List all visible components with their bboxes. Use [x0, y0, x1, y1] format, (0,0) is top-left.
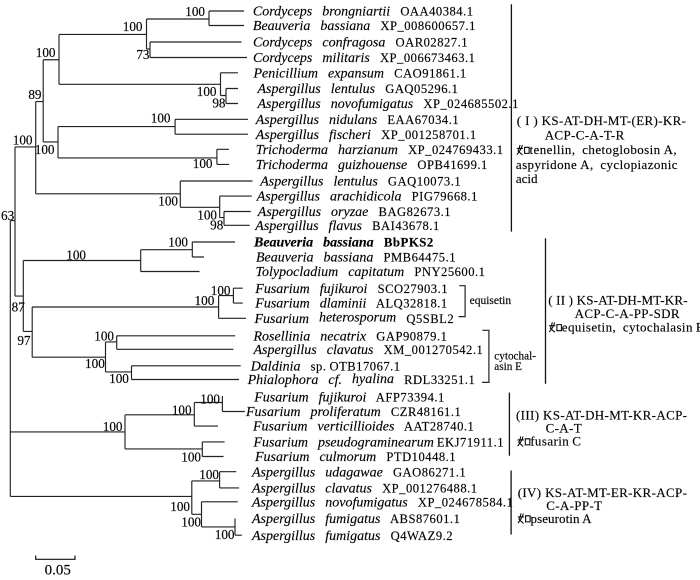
svg-text:acid: acid	[516, 171, 538, 186]
svg-text:Cordyceps brongniartii OAA4038: Cordyceps brongniartii OAA40384.1	[253, 5, 474, 20]
svg-text:(III) KS-AT-DH-MT-KR-ACP-: (III) KS-AT-DH-MT-KR-ACP-	[516, 408, 687, 423]
svg-text:100: 100	[172, 403, 192, 418]
svg-text:Aspergillus clavatus XP_001276: Aspergillus clavatus XP_001276488.1	[251, 482, 478, 497]
svg-text:87: 87	[12, 300, 26, 315]
svg-text:C-A-PP-T: C-A-PP-T	[546, 498, 602, 513]
svg-text:0.05: 0.05	[45, 563, 71, 576]
svg-text:Aspergillus arachidicola PIG79: Aspergillus arachidicola PIG79668.1	[256, 190, 478, 205]
svg-text:100: 100	[36, 45, 56, 60]
svg-text:100: 100	[170, 499, 190, 514]
svg-text:Aspergillus oryzae BAG82673.1: Aspergillus oryzae BAG82673.1	[257, 205, 451, 220]
svg-text:89: 89	[28, 87, 42, 102]
svg-text:100: 100	[168, 235, 188, 250]
svg-text:Fusarium verticillioides AAT28: Fusarium verticillioides AAT28740.1	[252, 420, 474, 435]
svg-text:Daldinia sp. OTB17067.1: Daldinia sp. OTB17067.1	[250, 359, 401, 374]
svg-text:Beauveria bassiana XP_00860065: Beauveria bassiana XP_008600657.1	[253, 19, 476, 34]
svg-text:73: 73	[136, 47, 150, 62]
svg-text:Penicillium expansum CAO91861.: Penicillium expansum CAO91861.1	[253, 66, 467, 81]
svg-text:97: 97	[17, 333, 31, 348]
svg-text:(IV) KS-AT-MT-ER-KR-ACP-: (IV) KS-AT-MT-ER-KR-ACP-	[518, 485, 688, 500]
svg-text:100: 100	[195, 293, 215, 308]
svg-text:100: 100	[109, 371, 129, 386]
svg-text:100: 100	[215, 527, 235, 542]
svg-text:Aspergillus novofumigatus XP_0: Aspergillus novofumigatus XP_024678584.1	[251, 495, 513, 510]
svg-text:100: 100	[200, 392, 220, 407]
svg-text:Aspergillus fumigatus ABS87601: Aspergillus fumigatus ABS87601.1	[251, 512, 460, 527]
svg-text:Aspergillus nidulans EAA67034.: Aspergillus nidulans EAA67034.1	[255, 113, 459, 128]
svg-text:Fusarium fujikuroi SCO27903.1: Fusarium fujikuroi SCO27903.1	[254, 282, 448, 297]
svg-text:Fusarium dlaminii ALQ32818.1: Fusarium dlaminii ALQ32818.1	[254, 297, 447, 312]
svg-text:ACP-C-A-T-R: ACP-C-A-T-R	[545, 128, 625, 143]
svg-text:100: 100	[197, 207, 217, 222]
svg-text:Fusarium heterosporum Q5SBL2: Fusarium heterosporum Q5SBL2	[254, 311, 455, 327]
svg-text:Phialophora cf. hyalina RDL332: Phialophora cf. hyalina RDL33251.1	[247, 372, 476, 388]
svg-text:100: 100	[35, 142, 55, 157]
svg-text:aspyridone A, cyclopiazonic: aspyridone A, cyclopiazonic	[516, 157, 678, 172]
svg-text:100: 100	[193, 156, 213, 171]
svg-text:Tolypocladium capitatum PNY256: Tolypocladium capitatum PNY25600.1	[256, 265, 486, 280]
svg-text:100: 100	[103, 419, 123, 434]
svg-text:98: 98	[210, 217, 224, 232]
svg-text:Aspergillus novofumigatus XP_0: Aspergillus novofumigatus XP_024685502.1	[257, 97, 519, 112]
svg-text:asin E: asin E	[494, 361, 522, 373]
svg-text:equisetin, cytochalasin E: equisetin, cytochalasin E	[562, 320, 700, 335]
svg-text:Cordyceps confragosa OAR02827.: Cordyceps confragosa OAR02827.1	[253, 36, 468, 51]
svg-text:100: 100	[197, 84, 217, 99]
svg-text:Aspergillus flavus BAI43678.1: Aspergillus flavus BAI43678.1	[254, 219, 439, 234]
svg-text:63: 63	[1, 208, 15, 223]
svg-text:Fusarium proliferatum CZR48161: Fusarium proliferatum CZR48161.1	[245, 405, 461, 420]
svg-text:equisetin: equisetin	[470, 295, 512, 307]
svg-text:C-A-T: C-A-T	[546, 420, 582, 435]
svg-text:Aspergillus fumigatus Q4WAZ9.2: Aspergillus fumigatus Q4WAZ9.2	[251, 529, 453, 544]
svg-text:Aspergillus clavatus XM_001270: Aspergillus clavatus XM_001270542.1	[253, 343, 484, 358]
svg-text:Cordyceps militaris XP_0066734: Cordyceps militaris XP_006673463.1	[253, 51, 475, 66]
svg-text:100: 100	[181, 450, 201, 465]
svg-text:Beauveria bassiana BbPKS2: Beauveria bassiana BbPKS2	[253, 236, 434, 251]
svg-text:Fusarium culmorum PTD10448.1: Fusarium culmorum PTD10448.1	[254, 450, 456, 465]
svg-text:fusarin C: fusarin C	[530, 434, 581, 449]
svg-text:Fusarium fujikuroi AFP73394.1: Fusarium fujikuroi AFP73394.1	[253, 390, 445, 405]
svg-text:100: 100	[211, 283, 231, 298]
svg-text:100: 100	[185, 4, 205, 19]
svg-text:100: 100	[199, 467, 219, 482]
svg-text:100: 100	[181, 515, 201, 530]
svg-text:( I ) KS-AT-DH-MT-(ER)-KR-: ( I ) KS-AT-DH-MT-(ER)-KR-	[517, 113, 687, 128]
svg-text:Aspergillus udagawae GAO86271.: Aspergillus udagawae GAO86271.1	[251, 465, 466, 480]
svg-text:98: 98	[212, 96, 226, 111]
svg-text:Trichoderma harzianum XP_02476: Trichoderma harzianum XP_024769433.1	[256, 143, 504, 158]
svg-text:Trichoderma guizhouense OPB416: Trichoderma guizhouense OPB41699.1	[256, 158, 488, 173]
svg-text:Aspergillus lentulus GAQ10073.: Aspergillus lentulus GAQ10073.1	[259, 175, 461, 190]
svg-text:Rosellinia necatrix GAP90879.1: Rosellinia necatrix GAP90879.1	[253, 329, 448, 344]
svg-text:Aspergillus lentulus GAQ05296.: Aspergillus lentulus GAQ05296.1	[257, 82, 459, 97]
svg-text:tenellin, chetoglobosin A,: tenellin, chetoglobosin A,	[530, 142, 678, 157]
svg-text:100: 100	[66, 248, 86, 263]
svg-text:100: 100	[151, 110, 171, 125]
svg-text:Fusarium pseudograminearum EKJ: Fusarium pseudograminearum EKJ71911.1	[253, 436, 505, 451]
svg-text:cytochal-: cytochal-	[494, 350, 536, 362]
svg-text:100: 100	[123, 19, 143, 34]
svg-text:Beauveria bassiana PMB64475.1: Beauveria bassiana PMB64475.1	[256, 251, 456, 266]
svg-text:100: 100	[85, 356, 105, 371]
svg-text:pseurotin A: pseurotin A	[531, 511, 593, 526]
svg-text:Aspergillus fischeri XP_001258: Aspergillus fischeri XP_001258701.1	[255, 128, 477, 143]
svg-text:100: 100	[158, 194, 178, 209]
svg-text:ACP-C-A-PP-SDR: ACP-C-A-PP-SDR	[575, 306, 680, 321]
svg-text:( II ) KS-AT-DH-MT-KR-: ( II ) KS-AT-DH-MT-KR-	[548, 292, 688, 307]
svg-text:100: 100	[13, 133, 33, 148]
svg-text:100: 100	[94, 329, 114, 344]
